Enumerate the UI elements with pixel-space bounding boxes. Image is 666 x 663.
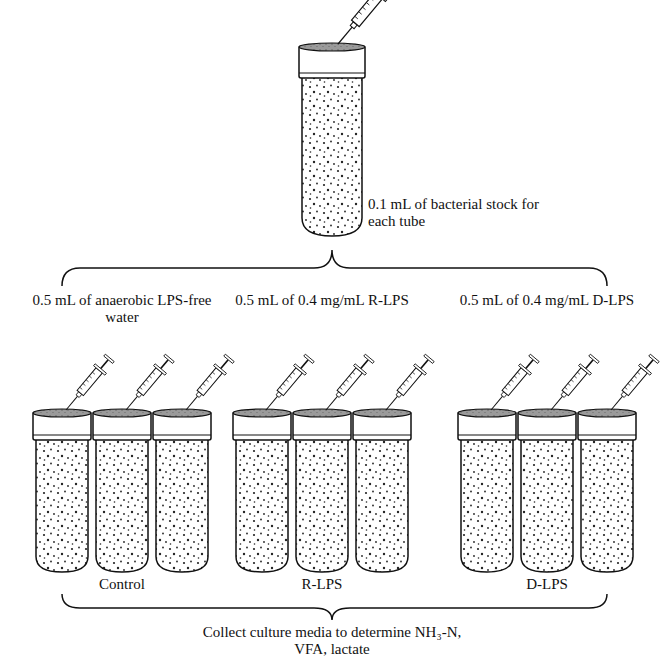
syringe <box>60 353 115 415</box>
syringe <box>260 353 315 415</box>
cap-top <box>293 409 351 417</box>
syringe <box>120 353 175 415</box>
test-tube <box>33 409 91 572</box>
treatment-label: 0.5 mL of anaerobic LPS-free water <box>22 292 222 326</box>
syringe <box>605 353 660 415</box>
tube-body <box>521 440 573 572</box>
cap-top <box>93 409 151 417</box>
tube-body <box>236 440 288 572</box>
test-tube <box>293 409 351 572</box>
cap-rim <box>458 435 516 436</box>
top-brace <box>62 250 607 286</box>
cap-rim <box>299 73 365 74</box>
test-tube <box>353 409 411 572</box>
group-label: D-LPS <box>487 576 607 593</box>
cap-top <box>233 409 291 417</box>
cap-top <box>153 409 211 417</box>
syringe <box>380 353 435 415</box>
cap-rim <box>93 435 151 436</box>
note-text: 0.1 mL of bacterial stock for each tube <box>368 196 568 230</box>
test-tube <box>153 409 211 572</box>
tube-body <box>296 440 348 572</box>
cap-rim <box>518 435 576 436</box>
test-tube <box>518 409 576 572</box>
tube-body <box>581 440 633 572</box>
test-tube <box>299 43 365 236</box>
cap-rim <box>578 435 636 436</box>
test-tube <box>458 409 516 572</box>
tube-body <box>302 78 362 236</box>
tube-body <box>156 440 208 572</box>
cap-top <box>299 43 365 51</box>
bottom-brace <box>62 594 607 620</box>
syringe <box>331 0 398 50</box>
group-label: R-LPS <box>262 576 382 593</box>
note-text: Collect culture media to determine NH₃-N… <box>197 624 467 658</box>
treatment-label: 0.5 mL of 0.4 mg/mL R-LPS <box>222 292 422 309</box>
tube-body <box>96 440 148 572</box>
cap-rim <box>293 435 351 436</box>
syringe <box>180 353 235 415</box>
cap-rim <box>233 435 291 436</box>
test-tube <box>233 409 291 572</box>
tube-body <box>461 440 513 572</box>
test-tube <box>93 409 151 572</box>
tube-body <box>36 440 88 572</box>
treatment-label: 0.5 mL of 0.4 mg/mL D-LPS <box>447 292 647 309</box>
syringe <box>545 353 600 415</box>
tube-body <box>356 440 408 572</box>
cap-top <box>353 409 411 417</box>
cap-top <box>458 409 516 417</box>
test-tube <box>578 409 636 572</box>
cap-rim <box>153 435 211 436</box>
cap-top <box>518 409 576 417</box>
cap-top <box>33 409 91 417</box>
tube-group <box>33 0 660 572</box>
syringe <box>320 353 375 415</box>
group-label: Control <box>62 576 182 593</box>
syringe <box>485 353 540 415</box>
cap-rim <box>353 435 411 436</box>
cap-rim <box>33 435 91 436</box>
cap-top <box>578 409 636 417</box>
